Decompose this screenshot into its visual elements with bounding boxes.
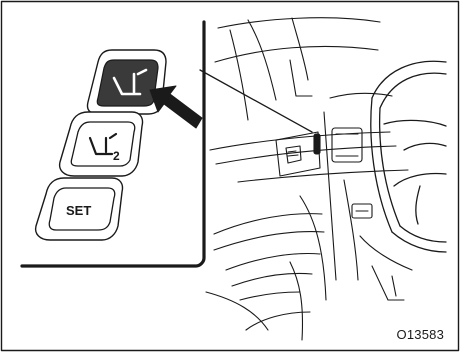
- memory-button-2[interactable]: 2: [60, 112, 143, 176]
- car-interior-scene: [206, 18, 412, 340]
- steering-wheel: [371, 61, 446, 252]
- callout-leader-line: [200, 70, 312, 132]
- set-button-label: SET: [66, 203, 91, 218]
- figure-code-label: O13583: [397, 327, 444, 342]
- memory-button-2-digit: 2: [113, 149, 120, 163]
- set-button[interactable]: SET: [36, 178, 123, 240]
- memory-button-1[interactable]: [87, 50, 166, 114]
